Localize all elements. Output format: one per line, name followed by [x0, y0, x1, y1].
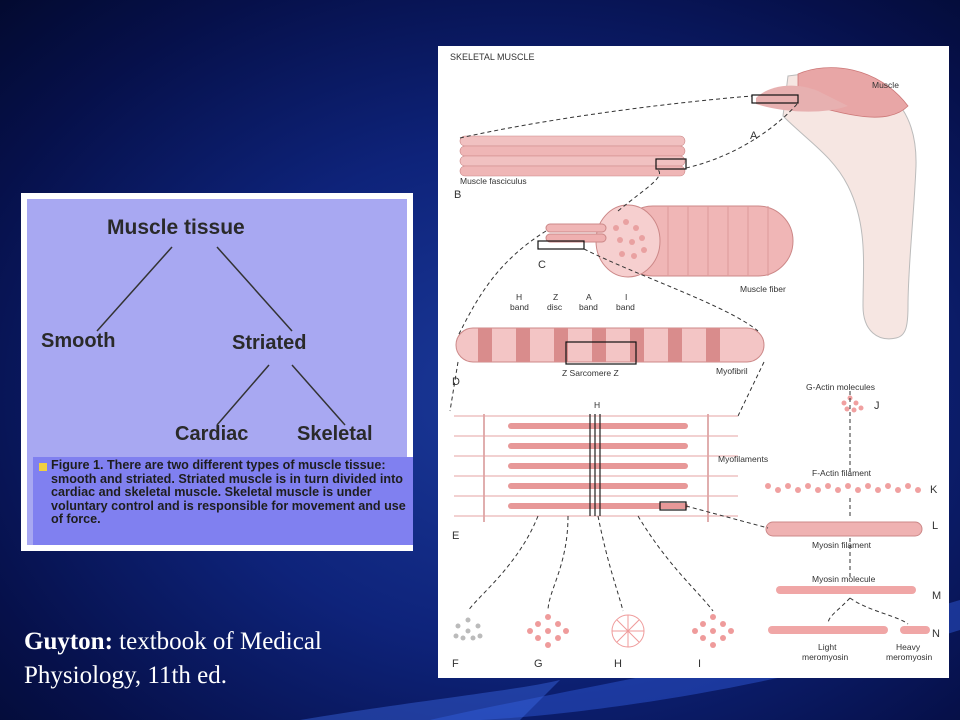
- label-a-band-2: band: [579, 302, 598, 312]
- label-f-actin: F-Actin filament: [812, 468, 872, 478]
- label-n: N: [932, 628, 940, 640]
- label-heavy-2: meromyosin: [886, 652, 933, 662]
- label-h-band-1: H: [516, 292, 523, 302]
- caption-bullet-icon: [39, 463, 47, 471]
- label-f: F: [452, 658, 459, 670]
- taxonomy-lines: [96, 246, 346, 426]
- label-a-band-1: A: [586, 292, 592, 302]
- label-heavy-1: Heavy: [896, 642, 921, 652]
- credit-line-1: Guyton: textbook of Medical: [24, 625, 424, 659]
- label-m: M: [932, 590, 942, 602]
- label-h-band-2: band: [510, 302, 529, 312]
- skeletal-muscle-illustration: [449, 67, 930, 648]
- label-d: D: [452, 376, 460, 388]
- label-e: E: [452, 530, 460, 542]
- label-b: B: [454, 189, 462, 201]
- muscle-taxonomy-figure: Muscle tissue Smooth Striated Cardiac Sk…: [21, 193, 413, 551]
- credit-author: Guyton:: [24, 628, 113, 655]
- label-myosin-molecule: Myosin molecule: [812, 574, 876, 584]
- credit-title: textbook of Medical: [112, 628, 322, 655]
- label-sarcomere: Z Sarcomere Z: [562, 368, 619, 378]
- label-muscle-fasciculus: Muscle fasciculus: [460, 176, 527, 186]
- label-g-actin: G-Actin molecules: [806, 382, 875, 392]
- label-i-band-1: I: [625, 292, 628, 302]
- label-c: C: [538, 259, 546, 271]
- label-myofilaments: Myofilaments: [718, 454, 769, 464]
- node-muscle-tissue: Muscle tissue: [107, 216, 245, 239]
- figure-title: SKELETAL MUSCLE: [450, 52, 535, 62]
- taxonomy-diagram: Muscle tissue Smooth Striated Cardiac Sk…: [27, 199, 413, 545]
- source-credit: Guyton: textbook of Medical Physiology, …: [24, 625, 424, 693]
- label-g: G: [534, 658, 543, 670]
- node-smooth: Smooth: [41, 330, 116, 352]
- label-muscle: Muscle: [872, 80, 899, 90]
- figure-caption: Figure 1. There are two different types …: [33, 457, 413, 545]
- label-l: L: [932, 520, 939, 532]
- label-h-top: H: [594, 400, 601, 410]
- caption-text: Figure 1. There are two different types …: [51, 458, 406, 527]
- label-j: J: [874, 400, 880, 412]
- label-i-band-2: band: [616, 302, 635, 312]
- label-z-disc-2: disc: [547, 302, 563, 312]
- node-cardiac: Cardiac: [175, 423, 249, 445]
- label-light-2: meromyosin: [802, 652, 849, 662]
- skeletal-muscle-figure: SKELETAL MUSCLE Muscle A Muscle fascicul…: [438, 46, 949, 678]
- credit-line-2: Physiology, 11th ed.: [24, 662, 228, 689]
- label-z-disc-1: Z: [553, 292, 559, 302]
- label-a: A: [750, 130, 758, 142]
- label-myosin-filament: Myosin filament: [812, 540, 872, 550]
- label-myofibril: Myofibril: [716, 366, 748, 376]
- label-i: I: [698, 658, 702, 670]
- label-h: H: [614, 658, 622, 670]
- label-k: K: [930, 484, 938, 496]
- label-muscle-fiber: Muscle fiber: [740, 284, 786, 294]
- label-light-1: Light: [818, 642, 837, 652]
- node-skeletal: Skeletal: [297, 423, 373, 445]
- node-striated: Striated: [232, 332, 307, 354]
